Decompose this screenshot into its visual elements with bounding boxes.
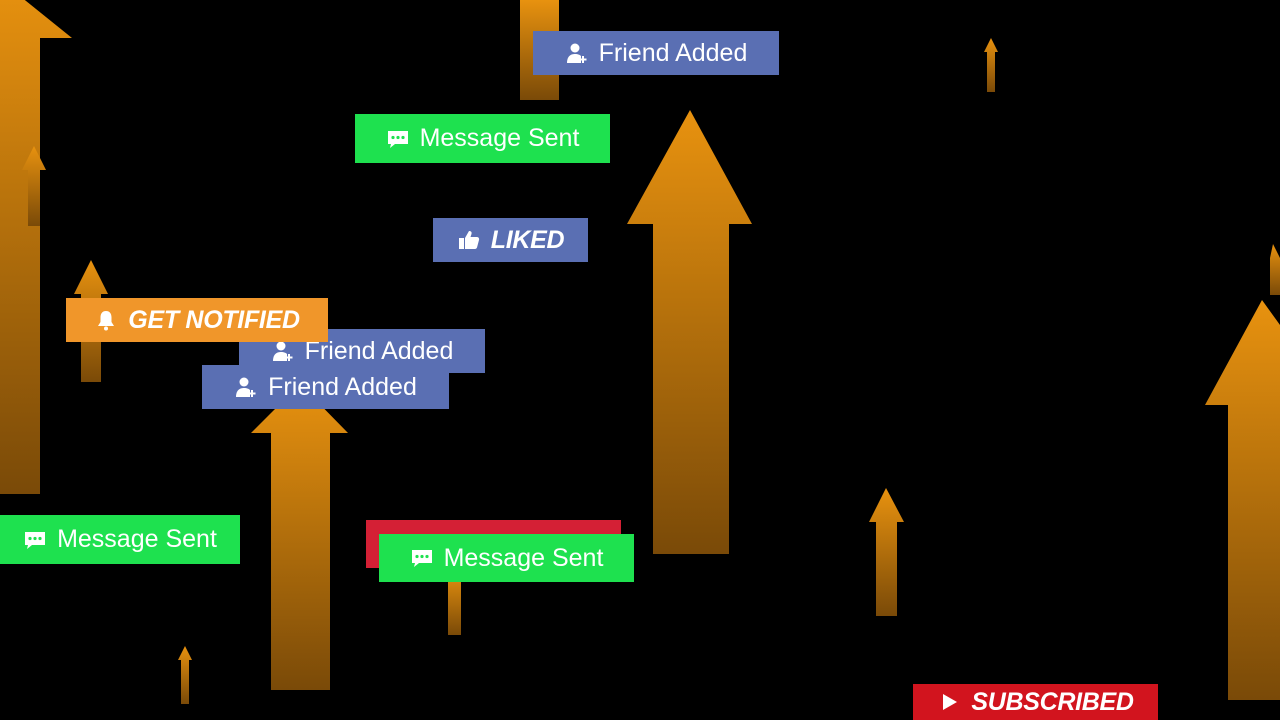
badge-label: Friend Added [304,336,454,365]
friend-added-badge: Friend Added [202,365,449,409]
badge-label: Message Sent [443,543,604,572]
friend-added-badge: Friend Added [533,31,779,75]
badge-label: LIKED [490,225,565,254]
badge-label: Friend Added [598,38,748,67]
subscribed-badge: SUBSCRIBED [913,684,1158,720]
arrow-medium-right [869,488,904,616]
arrow-center-left [251,384,348,690]
chat-bubble-icon [410,546,434,570]
message-sent-badge: Message Sent [0,515,240,564]
arrow-tiny-bottom [178,646,192,704]
chat-bubble-icon [386,127,410,151]
arrow-small-left [22,146,46,226]
arrow-large-left [0,0,72,494]
play-icon [937,690,961,714]
badge-label: GET NOTIFIED [128,305,300,334]
get-notified-badge: GET NOTIFIED [66,298,328,342]
arrow-small-top-right [984,38,998,92]
arrow-edge-right-small [1270,244,1280,295]
add-user-icon [565,41,589,65]
badge-label: SUBSCRIBED [971,687,1134,716]
arrow-edge-right-large [1205,300,1280,700]
bell-icon [94,308,118,332]
liked-badge: LIKED [433,218,588,262]
arrow-stem-under-message [448,570,461,635]
message-sent-badge: Message Sent [355,114,610,163]
add-user-icon [234,375,258,399]
add-user-icon [271,339,295,363]
message-sent-badge: Message Sent [379,534,634,582]
badge-label: Message Sent [419,124,580,152]
badge-label: Friend Added [268,372,417,401]
arrow-large-center [627,110,752,554]
badge-label: Message Sent [57,525,217,553]
thumbs-up-icon [457,228,481,252]
chat-bubble-icon [23,528,47,552]
